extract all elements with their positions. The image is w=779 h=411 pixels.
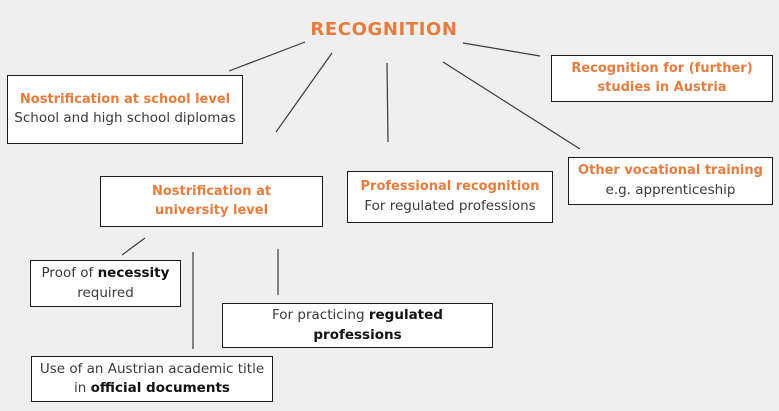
text-pre: For practicing <box>272 307 369 324</box>
node-other-vocational-training: Other vocational training e.g. apprentic… <box>568 157 773 205</box>
text-bold: regulated professions <box>313 307 443 343</box>
connector-title-to-university <box>275 52 333 133</box>
node-proof-of-necessity: Proof of necessity required <box>30 260 181 307</box>
connector-title-to-professional <box>386 62 389 143</box>
node-body: For practicing regulated professions <box>265 306 450 344</box>
text-bold: official documents <box>90 380 230 396</box>
text-bold: necessity <box>97 265 170 282</box>
text-pre: Use of an Austrian academic title in <box>39 360 265 396</box>
node-heading: Nostrification at university level <box>151 184 272 218</box>
node-body: e.g. apprenticeship <box>605 181 736 198</box>
node-recognition-further-studies: Recognition for (further) studies in Aus… <box>551 55 773 102</box>
node-nostrification-school-level: Nostrification at school level School an… <box>7 75 243 144</box>
connector-title-to-school <box>228 41 306 72</box>
diagram-title: RECOGNITION <box>310 19 458 40</box>
node-body: Proof of necessity required <box>39 264 172 302</box>
node-practicing-regulated-professions: For practicing regulated professions <box>222 303 493 348</box>
node-austrian-academic-title: Use of an Austrian academic title in off… <box>31 356 273 402</box>
node-body: For regulated professions <box>364 197 536 214</box>
node-nostrification-university-level: Nostrification at university level <box>100 176 323 227</box>
connector-university-to-proof <box>121 237 146 256</box>
node-heading: Professional recognition <box>360 179 540 195</box>
connector-title-to-studies <box>462 42 541 57</box>
text-post: required <box>77 284 134 301</box>
node-professional-recognition: Professional recognition For regulated p… <box>347 171 553 223</box>
node-heading: Nostrification at school level <box>19 91 231 107</box>
node-body: School and high school diplomas <box>14 110 236 127</box>
text-pre: Proof of <box>41 265 98 282</box>
node-heading: Other vocational training <box>578 163 763 179</box>
node-body: Use of an Austrian academic title in off… <box>38 360 266 398</box>
node-heading: Recognition for (further) studies in Aus… <box>571 61 753 95</box>
